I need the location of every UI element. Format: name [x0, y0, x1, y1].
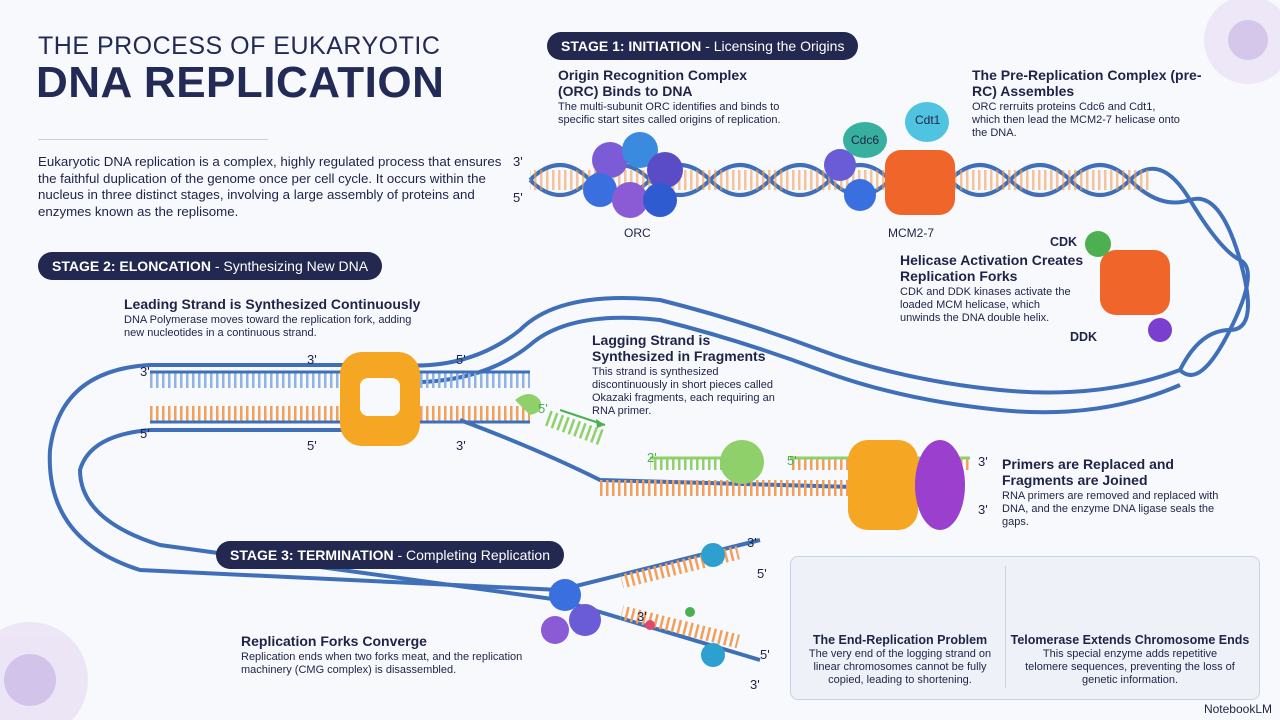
title-line-1: THE PROCESS OF EUKARYOTIC: [38, 32, 441, 60]
helicase-heading: Helicase Activation Creates Replication …: [900, 252, 1084, 284]
decor-cell-bottom-left: [0, 622, 88, 720]
lagging-heading: Lagging Strand is Synthesized in Fragmen…: [592, 332, 766, 364]
fragment-2prime: 2': [647, 450, 657, 465]
pol-bottom-5prime: 5': [307, 438, 317, 453]
title-divider: [38, 139, 268, 140]
telomerase-heading: Telomerase Extends Chromosome Ends: [1010, 633, 1250, 647]
orc-heading: Origin Recognition Complex (ORC) Binds t…: [558, 67, 748, 99]
stage3-subtitle: - Completing Replication: [397, 547, 551, 563]
cdk-label: CDK: [1050, 235, 1078, 249]
cdc6-label: Cdc6: [851, 133, 880, 147]
primer-5prime: 5': [538, 401, 548, 416]
primers-heading: Primers are Replaced and Fragments are J…: [1002, 456, 1174, 488]
left-end-5prime: 5': [140, 426, 150, 441]
helicase-text: CDK and DDK kinases activate the loaded …: [900, 286, 1071, 324]
fragment-5prime: 5': [787, 453, 797, 468]
leading-heading: Leading Strand is Synthesized Continuous…: [124, 296, 421, 312]
prerc-heading: The Pre-Replication Complex (pre-RC) Ass…: [972, 67, 1202, 99]
stage2-subtitle: - Synthesizing New DNA: [214, 258, 369, 274]
prerc-shape: [824, 102, 955, 215]
telomere-panel: [790, 556, 1260, 700]
lagging-text: This strand is synthesized discontinuous…: [592, 366, 775, 417]
primers-text: RNA primers are removed and replaced wit…: [1002, 490, 1219, 528]
stage3-pill: STAGE 3: TERMINATION - Completing Replic…: [216, 541, 565, 569]
stage3-name: STAGE 3: TERMINATION: [230, 547, 394, 563]
termination-complex-shape: [541, 543, 725, 667]
stage1-pill: STAGE 1: INITIATION - Licensing the Orig…: [547, 32, 859, 60]
leading-text: DNA Polymerase moves toward the replicat…: [124, 314, 412, 339]
helicase-shape: [1085, 231, 1172, 342]
term-end-c: 3': [637, 609, 647, 624]
stage2-pill: STAGE 2: ELONCATION - Synthesizing New D…: [38, 252, 383, 280]
converge-text: Replication ends when two forks meat, an…: [241, 651, 523, 676]
term-end-d: 5': [760, 647, 770, 662]
ligase-top-3prime: 3': [978, 454, 988, 469]
pol-top-3prime: 3': [307, 352, 317, 367]
converge-heading: Replication Forks Converge: [241, 633, 427, 649]
stage1-name: STAGE 1: INITIATION: [561, 38, 702, 54]
decor-cell-top-right: [1204, 0, 1280, 84]
term-end-e: 3': [750, 677, 760, 692]
pol-top-5prime: 5': [456, 352, 466, 367]
telomerase-text: This special enzyme adds repetitive telo…: [1025, 648, 1235, 686]
leading-polymerase-shape: [340, 352, 420, 446]
term-end-a: 3': [747, 535, 757, 550]
term-end-b: 5': [757, 566, 767, 581]
ddk-label: DDK: [1070, 330, 1098, 344]
intro-text: Eukaryotic DNA replication is a complex,…: [38, 154, 502, 219]
panel-divider: [1005, 566, 1006, 688]
left-end-3prime: 3': [140, 364, 150, 379]
orc-text: The multi-subunit ORC identifies and bin…: [558, 101, 781, 126]
mcm-label: MCM2-7: [888, 226, 935, 240]
cdt1-label: Cdt1: [915, 113, 941, 127]
stage1-end-5prime: 5': [513, 190, 523, 205]
orc-label: ORC: [624, 226, 651, 240]
ligase-shape: [515, 394, 965, 530]
stage1-end-3prime: 3': [513, 154, 523, 169]
ligase-bottom-3prime: 3': [978, 502, 988, 517]
end-problem-text: The very end of the logging strand on li…: [808, 648, 992, 686]
brand-label: NotebookLM: [1203, 702, 1272, 716]
prerc-text: ORC rerruits proteins Cdc6 and Cdt1, whi…: [972, 101, 1180, 139]
orc-complex-shape: [583, 132, 683, 218]
stage2-name: STAGE 2: ELONCATION: [52, 258, 211, 274]
end-problem-heading: The End-Replication Problem: [812, 633, 988, 647]
stage1-subtitle: - Licensing the Origins: [705, 38, 845, 54]
helix-upper-arm: [399, 296, 1181, 415]
pol-bottom-3prime: 3': [456, 438, 466, 453]
helix-left-loop: [47, 363, 561, 602]
page-title: DNA REPLICATION: [36, 58, 445, 107]
